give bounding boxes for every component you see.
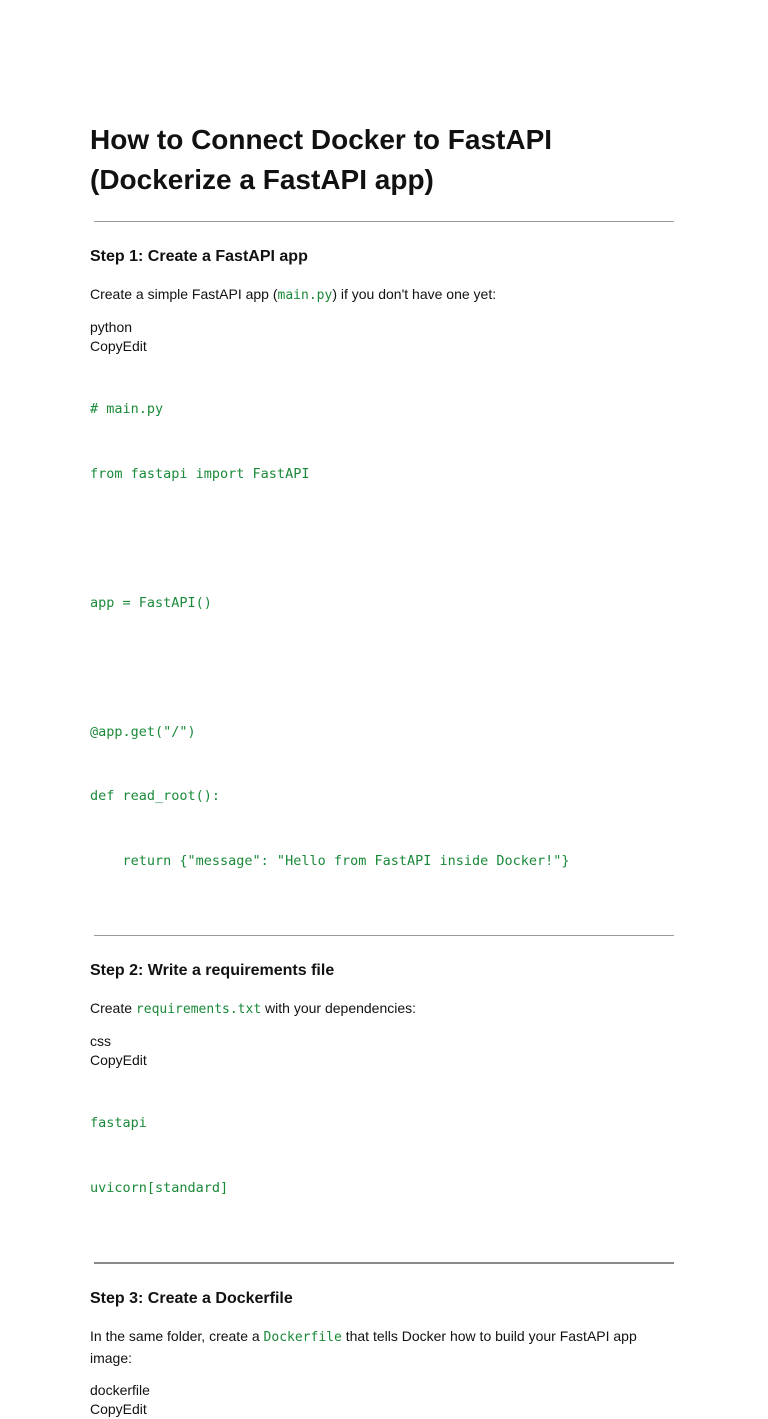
intro-text: Create a simple FastAPI app (	[90, 286, 278, 302]
code-block: fastapi uvicorn[standard]	[90, 1070, 674, 1242]
section-heading: Step 2: Write a requirements file	[90, 962, 335, 979]
code-line	[90, 528, 674, 550]
divider	[94, 935, 674, 936]
section-step-2: Step 2: Write a requirements file Create…	[90, 961, 674, 1242]
code-line: uvicorn[standard]	[90, 1179, 229, 1196]
section-step-3: Step 3: Create a Dockerfile In the same …	[90, 1289, 674, 1419]
code-block: # main.py from fastapi import FastAPI ap…	[90, 356, 674, 915]
code-line: def read_root():	[90, 788, 221, 804]
code-language-label: css	[90, 1033, 111, 1049]
code-line: return {"message": "Hello from FastAPI i…	[90, 852, 570, 869]
divider	[94, 221, 674, 222]
code-line: @app.get("/")	[90, 723, 196, 740]
intro-text: ) if you don't have one yet:	[332, 286, 497, 302]
document-page: How to Connect Docker to FastAPI (Docker…	[90, 120, 674, 1419]
page-title: How to Connect Docker to FastAPI (Docker…	[90, 124, 553, 195]
code-line: app = FastAPI()	[90, 594, 212, 611]
inline-code: main.py	[277, 288, 333, 303]
code-line	[90, 657, 674, 679]
code-language-label: dockerfile	[90, 1382, 150, 1398]
divider	[94, 1262, 674, 1264]
section-heading: Step 1: Create a FastAPI app	[90, 248, 308, 265]
intro-text: In the same folder, create a	[90, 1328, 264, 1344]
code-line: fastapi	[90, 1115, 147, 1131]
section-step-1: Step 1: Create a FastAPI app Create a si…	[90, 247, 674, 915]
section-intro: Create a simple FastAPI app (main.py) if…	[90, 284, 674, 306]
code-line: # main.py	[90, 401, 164, 417]
copy-button[interactable]: CopyEdit	[90, 338, 147, 354]
intro-text: with your dependencies:	[261, 1000, 417, 1016]
section-heading: Step 3: Create a Dockerfile	[90, 1290, 293, 1307]
section-intro: In the same folder, create a Dockerfile …	[90, 1326, 674, 1369]
code-line: from fastapi import FastAPI	[90, 465, 310, 482]
intro-text: Create	[90, 1000, 136, 1016]
section-intro: Create requirements.txt with your depend…	[90, 998, 674, 1020]
code-language-label: python	[90, 319, 133, 335]
copy-button[interactable]: CopyEdit	[90, 1052, 147, 1068]
inline-code: Dockerfile	[263, 1330, 342, 1345]
inline-code: requirements.txt	[135, 1002, 262, 1017]
copy-button[interactable]: CopyEdit	[90, 1401, 147, 1417]
